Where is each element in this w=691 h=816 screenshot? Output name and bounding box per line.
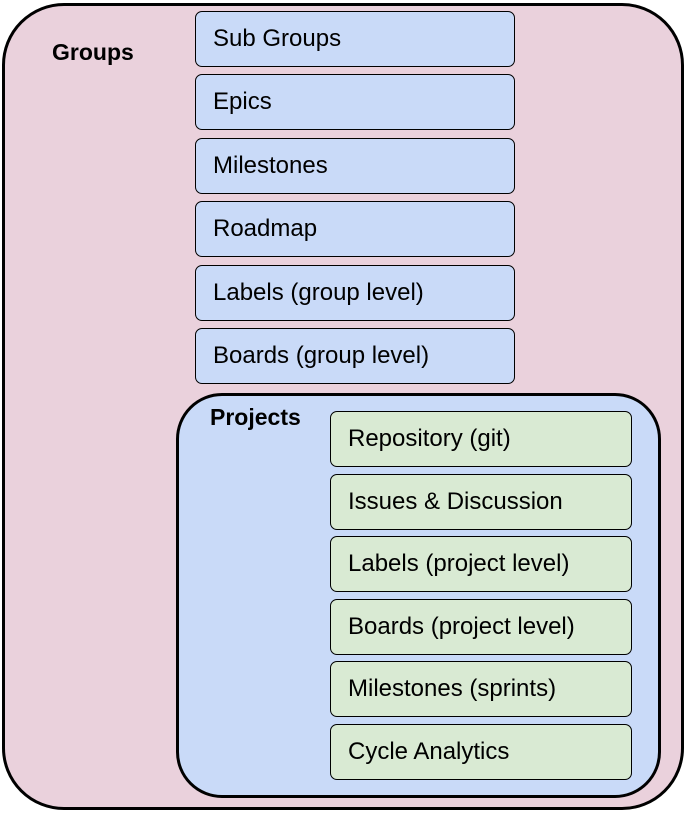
group-feature-roadmap: Roadmap [195,201,515,258]
project-feature-repository: Repository (git) [330,411,632,467]
group-feature-labels: Labels (group level) [195,264,515,321]
group-feature-list: Sub Groups Epics Milestones Roadmap Labe… [195,11,515,391]
project-feature-cycle-analytics: Cycle Analytics [330,723,632,780]
project-feature-labels: Labels (project level) [330,536,632,593]
project-feature-issues: Issues & Discussion [330,473,632,530]
groups-title: Groups [52,39,134,65]
group-feature-milestones: Milestones [195,137,515,194]
project-feature-list: Repository (git) Issues & Discussion Lab… [330,411,632,787]
group-feature-boards: Boards (group level) [195,327,515,384]
group-feature-epics: Epics [195,74,515,131]
project-feature-boards: Boards (project level) [330,598,632,655]
project-feature-milestones: Milestones (sprints) [330,661,632,718]
projects-title: Projects [210,404,301,430]
group-feature-sub-groups: Sub Groups [195,11,515,67]
